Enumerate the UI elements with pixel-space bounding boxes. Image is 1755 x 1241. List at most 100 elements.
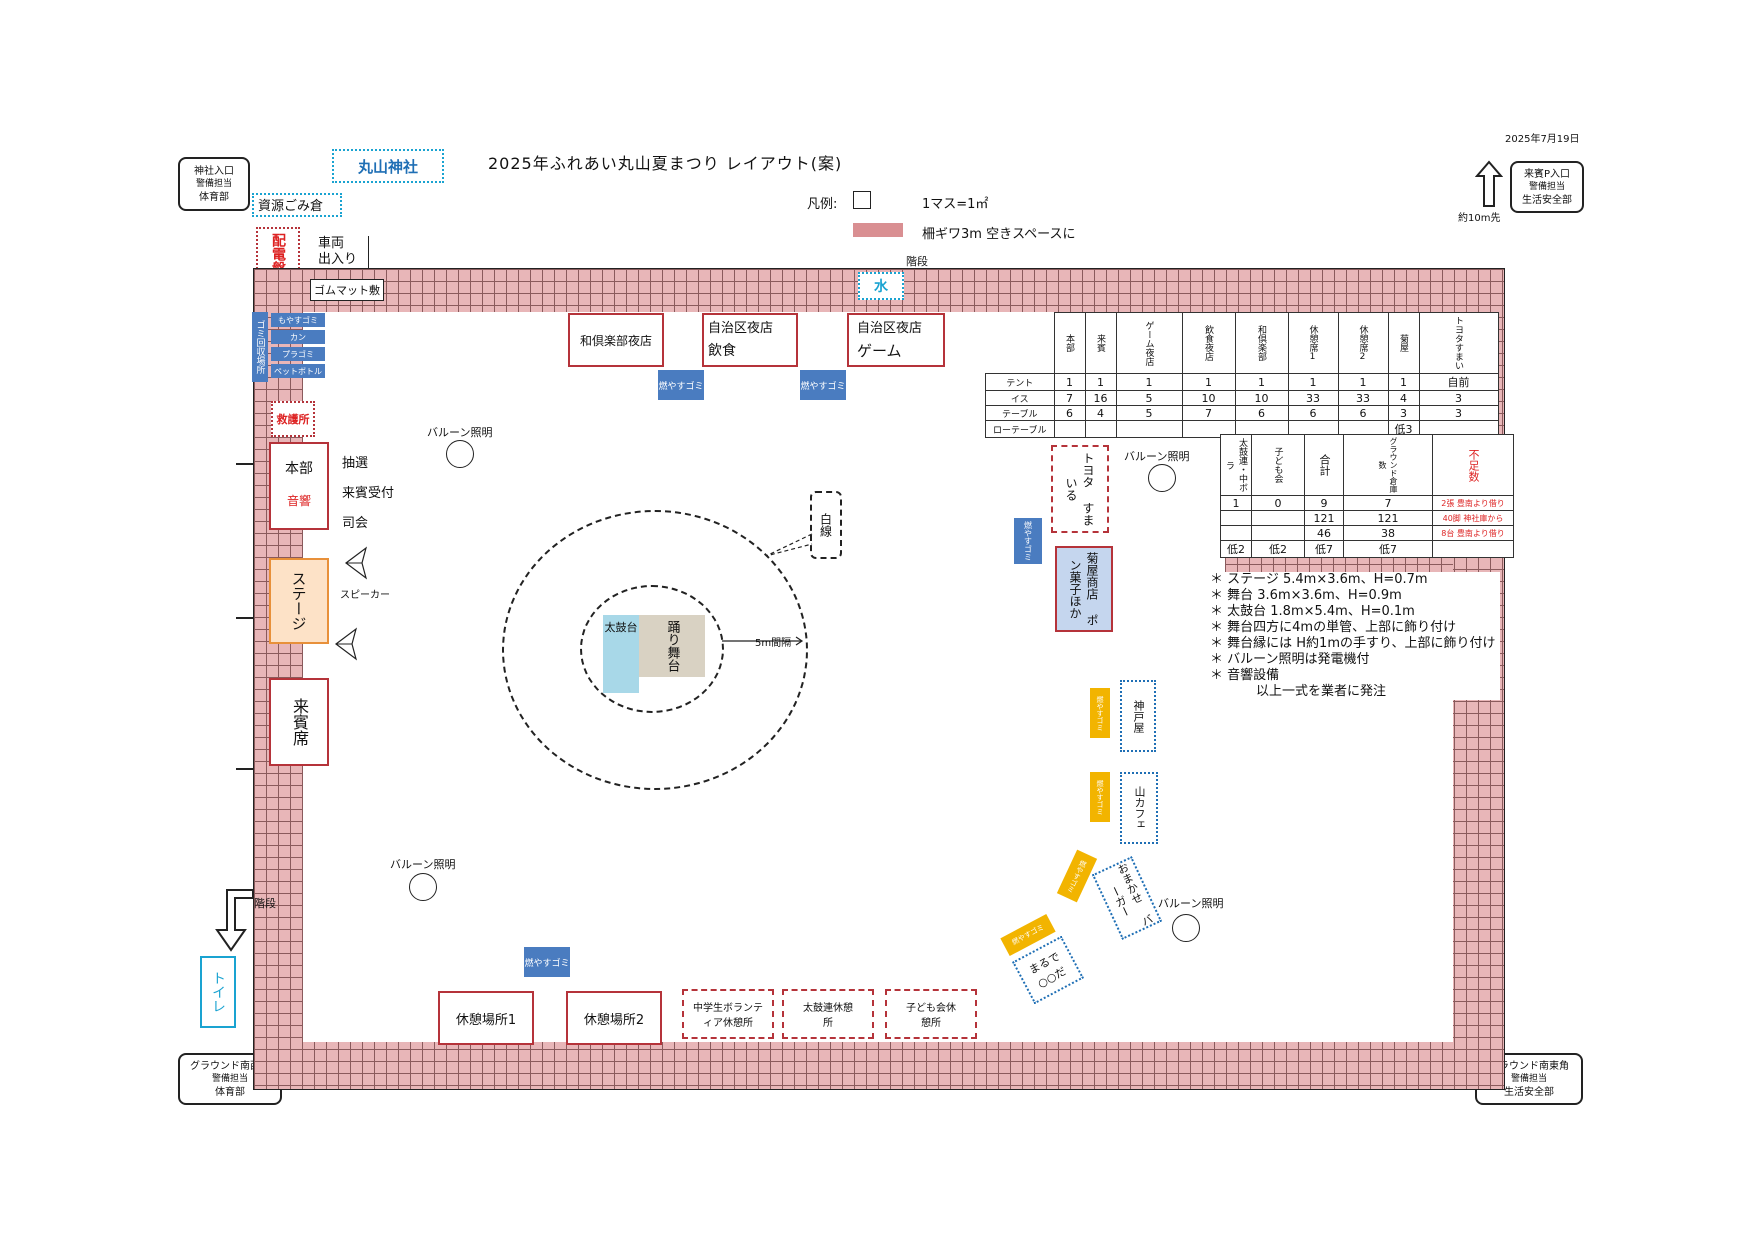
corner-ne-dept: 生活安全部 — [1522, 194, 1572, 206]
table1-header: 和倶楽部 — [1234, 312, 1289, 374]
garbage-cans: カン — [271, 330, 325, 344]
table1-cell: 1 — [1337, 373, 1389, 391]
arrow-down-icon — [205, 888, 255, 957]
table1-cell: 1 — [1234, 373, 1289, 391]
balloon-light-1 — [446, 440, 474, 468]
page-title: 2025年ふれあい丸山夏まつり レイアウト(案) — [488, 154, 843, 173]
table1-header: 菊屋 — [1387, 312, 1420, 374]
table2-cell: 121 — [1343, 510, 1433, 526]
corner-nw-title: 神社入口 — [194, 165, 234, 177]
rest-area-2: 休憩場所2 — [566, 991, 662, 1045]
callout-pointer-icon — [764, 530, 814, 564]
speaker-label: スピーカー — [340, 590, 390, 601]
table1-corner — [985, 312, 1055, 374]
outer-white-line-circle — [502, 510, 808, 790]
legend-label: 凡例: — [807, 197, 838, 212]
honbu-label: 本部 — [285, 461, 313, 477]
table2-header: 子ども会 — [1251, 434, 1305, 496]
table1-cell: 16 — [1084, 390, 1117, 406]
corner-se-role: 警備担当 — [1510, 1073, 1547, 1084]
corner-sw-dept: 体育部 — [215, 1086, 245, 1098]
corner-nw: 神社入口 警備担当 体育部 — [178, 157, 250, 211]
table1-cell: 1 — [1084, 373, 1117, 391]
water-station: 水 — [858, 272, 904, 300]
table1-cell: 1 — [1181, 373, 1236, 391]
garbage-area-label: ゴミ回収場所 — [252, 312, 268, 382]
table2-header: 太鼓連・中ボラ — [1220, 434, 1252, 496]
note-item: ＊ 音響設備 — [1210, 668, 1280, 683]
garbage-storage: 資源ごみ倉 — [252, 193, 342, 217]
table1-header: トヨタすまい — [1418, 312, 1499, 374]
rubber-mat-label: ゴムマット敷 — [310, 279, 384, 301]
balloon-label-4: バルーン照明 — [1158, 897, 1224, 910]
balloon-light-4 — [1172, 914, 1200, 942]
stall-jichiku-game: 自治区夜店 ゲーム — [847, 313, 945, 367]
table1-cell — [1115, 420, 1183, 438]
table1-cell: 3 — [1418, 405, 1499, 421]
table1-cell: 6 — [1053, 405, 1086, 421]
vehicle-entrance: 車両 出入り — [318, 236, 369, 276]
table1-cell: 7 — [1053, 390, 1086, 406]
table2-header: グラウンド倉庫数 — [1343, 434, 1433, 496]
stall-jichiku-game-sub: ゲーム — [857, 342, 902, 360]
legend-square-icon — [853, 191, 871, 209]
stairs-top: 階段 — [906, 255, 928, 268]
stall-toyota: トヨタ すまいる — [1051, 445, 1109, 533]
balloon-light-3 — [409, 873, 437, 901]
table1-header: 休憩席2 — [1337, 312, 1389, 374]
table1-cell: 33 — [1287, 390, 1339, 406]
table1-cell: 6 — [1287, 405, 1339, 421]
first-aid: 救護所 — [271, 401, 315, 437]
table1-header: 飲食夜店 — [1181, 312, 1236, 374]
garbage-burnable: もやすゴミ — [271, 313, 325, 327]
rest-volunteer: 中学生ボランティア休憩所 — [682, 989, 774, 1039]
speaker-icon-top — [344, 546, 370, 584]
table1-header: 来賓 — [1084, 312, 1117, 374]
onkyo-label: 音響 — [286, 494, 311, 508]
stairs-bottom: 階段 — [254, 897, 276, 910]
table2-header: 合計 — [1304, 434, 1344, 496]
corner-ne: 来賓P入口 警備担当 生活安全部 — [1510, 161, 1584, 213]
stall-wakurabu: 和倶楽部夜店 — [568, 313, 664, 367]
stall-jichiku-food: 自治区夜店 飲食 — [702, 313, 798, 367]
note-item: ＊ バルーン照明は発電機付 — [1210, 652, 1370, 667]
yellow-bin-1: 燃やすゴミ — [1090, 688, 1110, 738]
honbu-box: 本部 音響 — [269, 442, 329, 530]
corner-sw-role: 警備担当 — [211, 1073, 248, 1084]
legend-unit: 1マス=1㎡ — [922, 197, 989, 212]
stall-yamacafe: 山カフェ — [1120, 772, 1158, 844]
table1-row-label: イス — [985, 390, 1055, 406]
table1-header: 本部 — [1053, 312, 1086, 374]
table2-cell: 9 — [1304, 495, 1344, 511]
table1-cell: 5 — [1115, 405, 1183, 421]
note-item: ＊ 太鼓台 1.8m×5.4m、H=0.1m — [1210, 604, 1415, 619]
table1-cell: 1 — [1387, 373, 1420, 391]
notes-footer: 以上一式を業者に発注 — [1256, 684, 1387, 699]
table2-cell: 0 — [1251, 495, 1305, 511]
burnable-bin-1: 燃やすゴミ — [658, 370, 704, 400]
tick-3 — [236, 768, 254, 770]
note-text: 舞台四方に4mの単管、上部に飾り付け — [1227, 620, 1457, 635]
guest-seat: 来賓席 — [269, 678, 329, 766]
burnable-bin-2: 燃やすゴミ — [800, 370, 846, 400]
table2-cell: 7 — [1343, 495, 1433, 511]
table2-cell: 2張 豊南より借り — [1432, 495, 1514, 511]
garbage-pet: ペットボトル — [271, 364, 325, 378]
table2-cell: 低7 — [1304, 540, 1344, 558]
date-label: 2025年7月19日 — [1505, 134, 1580, 145]
stage: ステージ — [269, 558, 329, 644]
table2-cell — [1251, 510, 1305, 526]
corner-sw-title: グラウンド南西角 — [190, 1060, 270, 1072]
lottery-label: 抽選 — [342, 456, 369, 471]
table2-cell: 40脚 神社庫から — [1432, 510, 1514, 526]
burnable-bin-4: 燃やすゴミ — [524, 947, 570, 977]
table1-cell — [1053, 420, 1086, 438]
table1-cell: 6 — [1234, 405, 1289, 421]
tick-2 — [236, 617, 254, 619]
table2-cell — [1220, 525, 1252, 541]
rest-area-1: 休憩場所1 — [438, 991, 534, 1045]
table1-row-label: テント — [985, 373, 1055, 391]
table2-cell: 低2 — [1220, 540, 1252, 558]
taiko-stand: 太鼓台 — [603, 615, 639, 693]
note-text: 太鼓台 1.8m×5.4m、H=0.1m — [1227, 604, 1415, 619]
